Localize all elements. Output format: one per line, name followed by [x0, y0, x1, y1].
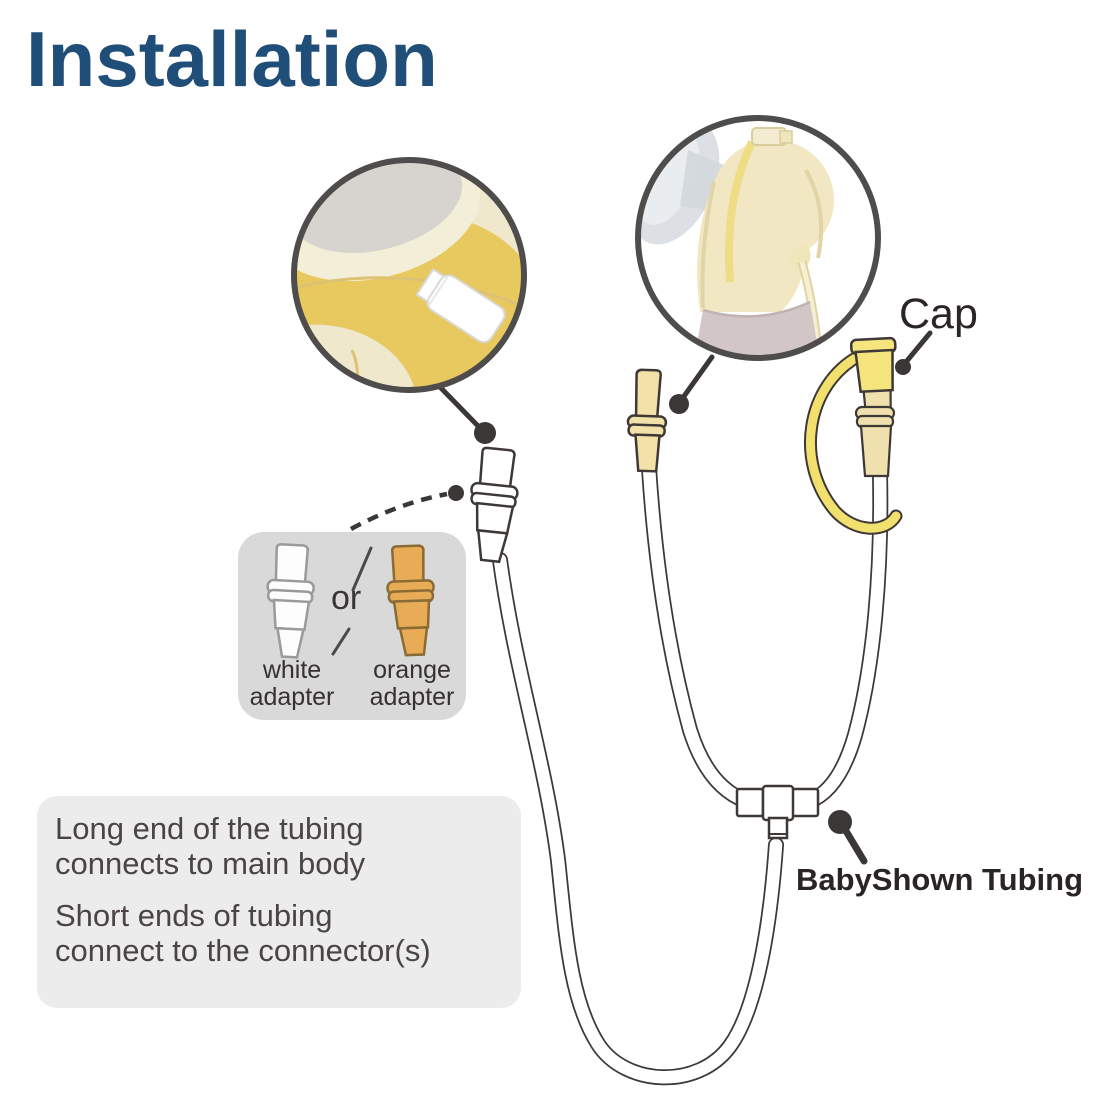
connector-photo-circle — [635, 115, 881, 361]
white-adapter-icon — [266, 543, 315, 659]
tubing-short-tube-right — [802, 466, 889, 809]
leader-main-body — [437, 384, 496, 444]
tubing-label: BabyShown Tubing — [796, 862, 1084, 897]
tubing-long-tube — [492, 552, 784, 1086]
cap-strap — [803, 349, 903, 535]
cap-label: Cap — [899, 290, 978, 338]
leader-tubing — [828, 810, 868, 865]
orange-adapter-icon — [386, 544, 435, 657]
main-body-photo-circle — [291, 157, 527, 393]
instruction-box: Long end of the tubing connects to main … — [37, 796, 521, 1008]
orange-adapter-label: orange adapter — [369, 656, 455, 711]
tube-cap-connector-tip — [854, 405, 896, 478]
white-port — [415, 268, 506, 344]
long-end-white-adapter — [470, 446, 519, 564]
instruction-short-ends: Short ends of tubing connect to the conn… — [55, 898, 431, 969]
tubing-short-tube-left — [641, 460, 754, 809]
tube-cap — [849, 336, 897, 414]
short-end-tip — [626, 368, 668, 473]
dashed-leader-adapter — [349, 485, 464, 531]
t-junction — [735, 784, 820, 840]
or-slashes-icon — [331, 546, 373, 656]
leader-cap — [895, 330, 933, 375]
instruction-long-end: Long end of the tubing connects to main … — [55, 811, 366, 881]
connector-body — [697, 127, 834, 312]
page-title: Installation — [26, 15, 438, 103]
or-label: or — [331, 579, 362, 617]
leader-connector — [669, 354, 715, 414]
white-adapter-label: white adapter — [249, 656, 335, 711]
